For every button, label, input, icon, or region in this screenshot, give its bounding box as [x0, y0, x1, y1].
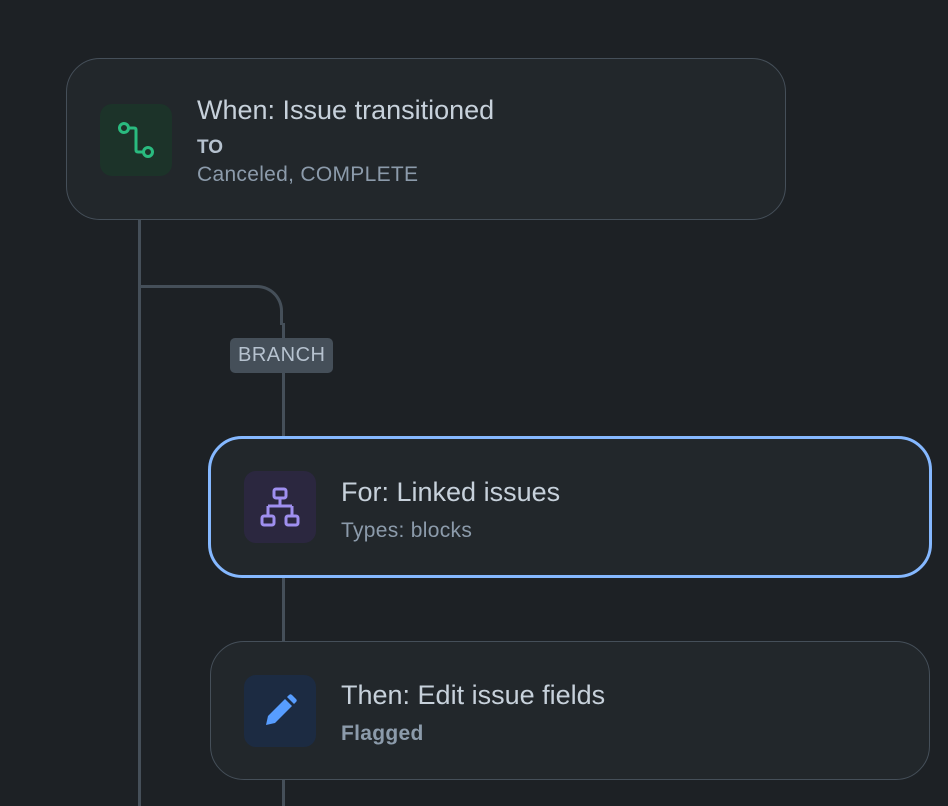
trigger-statuses: Canceled, COMPLETE: [197, 163, 419, 186]
branch-connector-line-middle: [282, 577, 285, 643]
trigger-to-label: TO: [197, 137, 224, 158]
action-subtitle: Flagged: [341, 722, 424, 745]
action-title: Then: Edit issue fields: [341, 680, 606, 710]
branch-connector-elbow: [139, 285, 283, 325]
action-icon-tile: [244, 675, 316, 747]
edit-issue-fields-card[interactable]: Then: Edit issue fields Flagged: [210, 641, 930, 780]
branch-connector-line-upper: [282, 323, 285, 437]
for-title: For: Linked issues: [341, 477, 561, 507]
main-connector-line: [138, 219, 141, 806]
branch-connector-line-lower: [282, 779, 285, 806]
trigger-card[interactable]: When: Issue transitioned TO Canceled, CO…: [66, 58, 786, 220]
for-icon-tile: [244, 471, 316, 543]
trigger-title: When: Issue transitioned: [197, 95, 495, 125]
hierarchy-icon: [260, 487, 300, 527]
for-linked-issues-card[interactable]: For: Linked issues Types: blocks: [208, 436, 932, 578]
branch-badge: BRANCH: [230, 338, 334, 373]
pencil-icon: [266, 694, 297, 725]
trigger-icon-tile: [100, 104, 172, 176]
transition-icon: [118, 122, 154, 158]
for-subtitle: Types: blocks: [341, 519, 473, 542]
